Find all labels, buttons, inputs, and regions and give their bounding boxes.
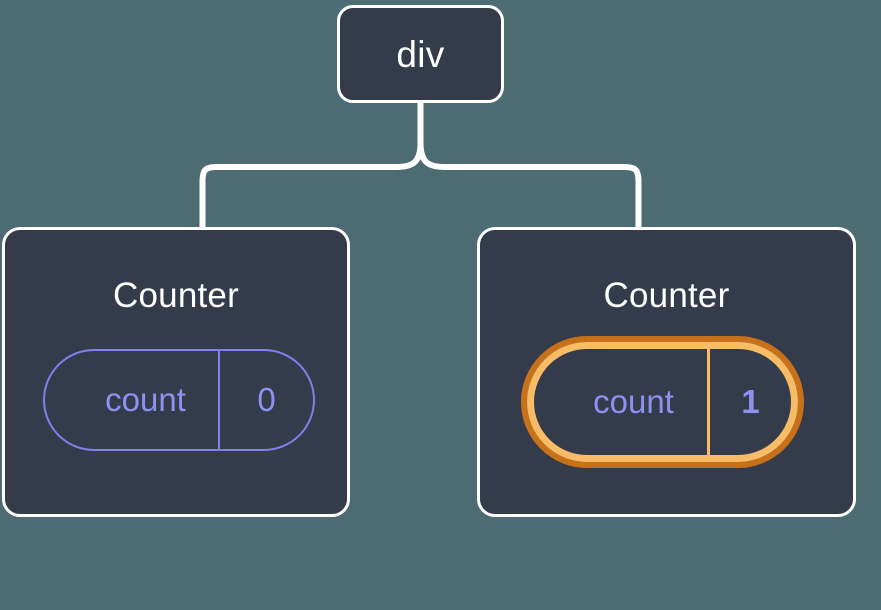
connector-branch-right <box>417 140 642 232</box>
counter-card-left-title: Counter <box>113 276 239 315</box>
state-pill-right-inner-ring: count 1 <box>527 342 798 462</box>
state-pill-count-right[interactable]: count 1 <box>521 336 804 468</box>
counter-card-right-title: Counter <box>603 276 730 315</box>
node-div-label: div <box>396 33 445 75</box>
state-pill-left-value: 0 <box>257 381 276 418</box>
state-pill-count-left[interactable]: count 0 <box>43 349 315 451</box>
counter-card-left[interactable]: Counter count 0 <box>2 227 350 517</box>
connector-branch-left <box>199 140 424 232</box>
node-div[interactable]: div <box>337 5 504 103</box>
counter-card-right[interactable]: Counter count 1 <box>477 227 856 517</box>
diagram-canvas: div Counter count 0 Counter count 1 <box>2 5 856 517</box>
state-pill-right-key: count <box>534 349 710 455</box>
state-pill-right-value: 1 <box>741 383 760 420</box>
state-pill-left-key: count <box>45 351 220 449</box>
